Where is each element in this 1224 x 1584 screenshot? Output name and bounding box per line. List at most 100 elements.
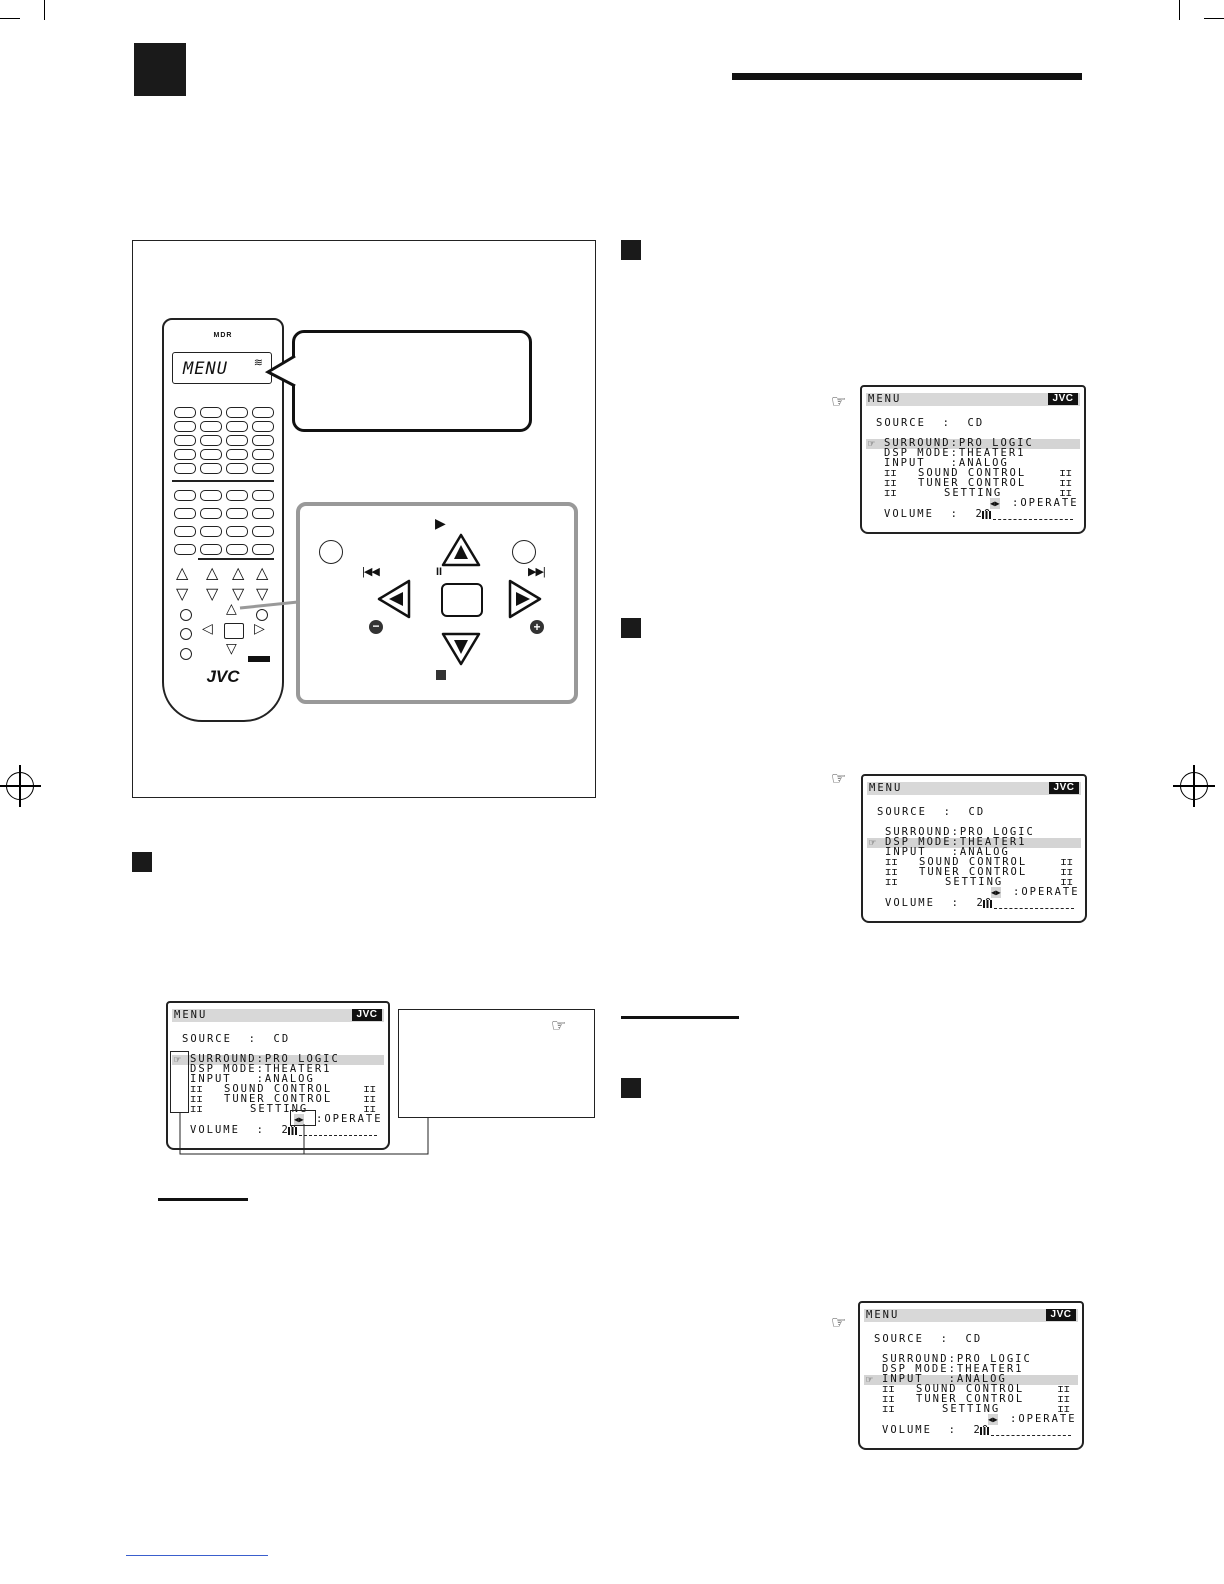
remote-divider — [172, 480, 274, 482]
remote-button[interactable] — [226, 490, 248, 501]
hand-cursor-icon: ☞ — [868, 437, 875, 450]
remote-button[interactable] — [200, 449, 222, 460]
callout-pointer — [264, 354, 296, 388]
keypad-center-button[interactable] — [441, 583, 483, 617]
cursor-left-icon[interactable] — [376, 578, 412, 620]
remote-button[interactable] — [226, 508, 248, 519]
arrow-keys-outline — [290, 1110, 316, 1126]
display-callout — [292, 330, 532, 432]
section-marker — [134, 43, 186, 96]
remote-button[interactable] — [174, 490, 196, 501]
remote-black-key[interactable] — [248, 656, 270, 662]
osd-source: SOURCE : CD — [876, 417, 985, 429]
pause-icon: II — [436, 566, 443, 578]
remote-button[interactable] — [200, 463, 222, 474]
remote-button[interactable] — [174, 449, 196, 460]
osd-marks: ɪɪ — [1060, 866, 1073, 878]
remote-button[interactable] — [200, 407, 222, 418]
remote-brand: MDR — [213, 332, 233, 339]
remote-button[interactable] — [226, 544, 248, 555]
osd-sound-control: SOUND CONTROL — [916, 1383, 1025, 1395]
remote-button[interactable] — [174, 407, 196, 418]
remote-button[interactable] — [252, 421, 274, 432]
osd-operate: :OPERATE — [1010, 1413, 1077, 1425]
remote-button[interactable] — [174, 435, 196, 446]
remote-button[interactable] — [226, 421, 248, 432]
hand-cursor-icon: ☞ — [174, 1053, 181, 1066]
osd-marks: ɪɪ — [885, 876, 898, 888]
osd-marks: ɪɪ — [884, 467, 897, 479]
down-triangle-icon[interactable]: ▽ — [256, 586, 269, 603]
remote-button[interactable] — [226, 526, 248, 537]
down-triangle-icon[interactable]: ▽ — [232, 586, 245, 603]
down-triangle-icon[interactable]: ▽ — [206, 586, 219, 603]
osd-input: INPUT :ANALOG — [190, 1073, 315, 1085]
cursor-down-icon[interactable] — [440, 631, 482, 667]
remote-button[interactable] — [200, 508, 222, 519]
remote-button[interactable] — [252, 508, 274, 519]
osd-title-bar — [864, 1309, 1078, 1322]
remote-button[interactable] — [252, 435, 274, 446]
osd-marks: ɪɪ — [884, 487, 897, 499]
down-triangle-icon[interactable]: ▽ — [176, 586, 189, 603]
remote-button[interactable] — [226, 449, 248, 460]
cursor-up-icon[interactable]: △ — [226, 600, 237, 616]
cursor-right-icon[interactable] — [507, 578, 543, 620]
keypad-left-circle[interactable] — [319, 540, 343, 564]
up-triangle-icon[interactable]: △ — [232, 565, 245, 582]
remote-button[interactable] — [226, 407, 248, 418]
osd-title: MENU — [869, 782, 903, 794]
osd-highlight — [172, 1055, 384, 1065]
remote-small-button[interactable] — [180, 648, 192, 660]
cursor-right-icon[interactable]: ▷ — [254, 620, 265, 636]
remote-small-button[interactable] — [180, 609, 192, 621]
remote-button[interactable] — [174, 544, 196, 555]
remote-button[interactable] — [226, 463, 248, 474]
up-triangle-icon[interactable]: △ — [206, 565, 219, 582]
cursor-left-icon[interactable]: ◁ — [202, 620, 213, 636]
keypad-right-circle[interactable] — [512, 540, 536, 564]
osd-marks: ɪɪ — [190, 1083, 203, 1095]
remote-button[interactable] — [174, 463, 196, 474]
hand-cursor-icon: ☞ — [869, 836, 876, 849]
up-triangle-icon[interactable]: △ — [256, 565, 269, 582]
up-triangle-icon[interactable]: △ — [176, 565, 189, 582]
osd-logo: JVC — [352, 1009, 382, 1021]
remote-button[interactable] — [174, 421, 196, 432]
remote-button[interactable] — [200, 526, 222, 537]
remote-button[interactable] — [252, 407, 274, 418]
remote-button[interactable] — [200, 544, 222, 555]
remote-button[interactable] — [226, 435, 248, 446]
remote-button[interactable] — [200, 435, 222, 446]
remote-small-button[interactable] — [256, 609, 268, 621]
crop-mark — [1179, 0, 1180, 20]
remote-button[interactable] — [252, 463, 274, 474]
osd-logo: JVC — [1049, 782, 1079, 794]
remote-button[interactable] — [174, 526, 196, 537]
remote-button[interactable] — [252, 544, 274, 555]
enter-button[interactable] — [224, 623, 244, 639]
remote-button[interactable] — [200, 421, 222, 432]
remote-display-text: MENU — [183, 359, 228, 379]
osd-tuner-control: TUNER CONTROL — [224, 1093, 333, 1105]
osd-marks: ɪɪ — [1057, 1383, 1070, 1395]
remote-divider — [198, 558, 274, 560]
cursor-down-icon[interactable]: ▽ — [226, 640, 237, 656]
remote-small-button[interactable] — [180, 628, 192, 640]
remote-button[interactable] — [252, 526, 274, 537]
osd-title: MENU — [174, 1009, 208, 1021]
remote-button[interactable] — [174, 508, 196, 519]
plus-icon: + — [530, 620, 544, 634]
osd-marks: ɪɪ — [1057, 1393, 1070, 1405]
skip-forward-icon: ▶▶| — [528, 566, 546, 578]
zoom-connector — [239, 600, 299, 610]
cursor-up-icon[interactable] — [440, 532, 482, 568]
remote-control: MDR MENU ≋ △ △ △ △ ▽ ▽ ▽ ▽ △ ◁ ▷ ▽ JVC — [162, 318, 284, 722]
remote-button[interactable] — [200, 490, 222, 501]
remote-button[interactable] — [252, 490, 274, 501]
remote-button[interactable] — [252, 449, 274, 460]
section-rule — [158, 1198, 248, 1201]
note-box — [398, 1009, 595, 1118]
osd-dsp-mode: DSP MODE:THEATER1 — [882, 1363, 1024, 1375]
